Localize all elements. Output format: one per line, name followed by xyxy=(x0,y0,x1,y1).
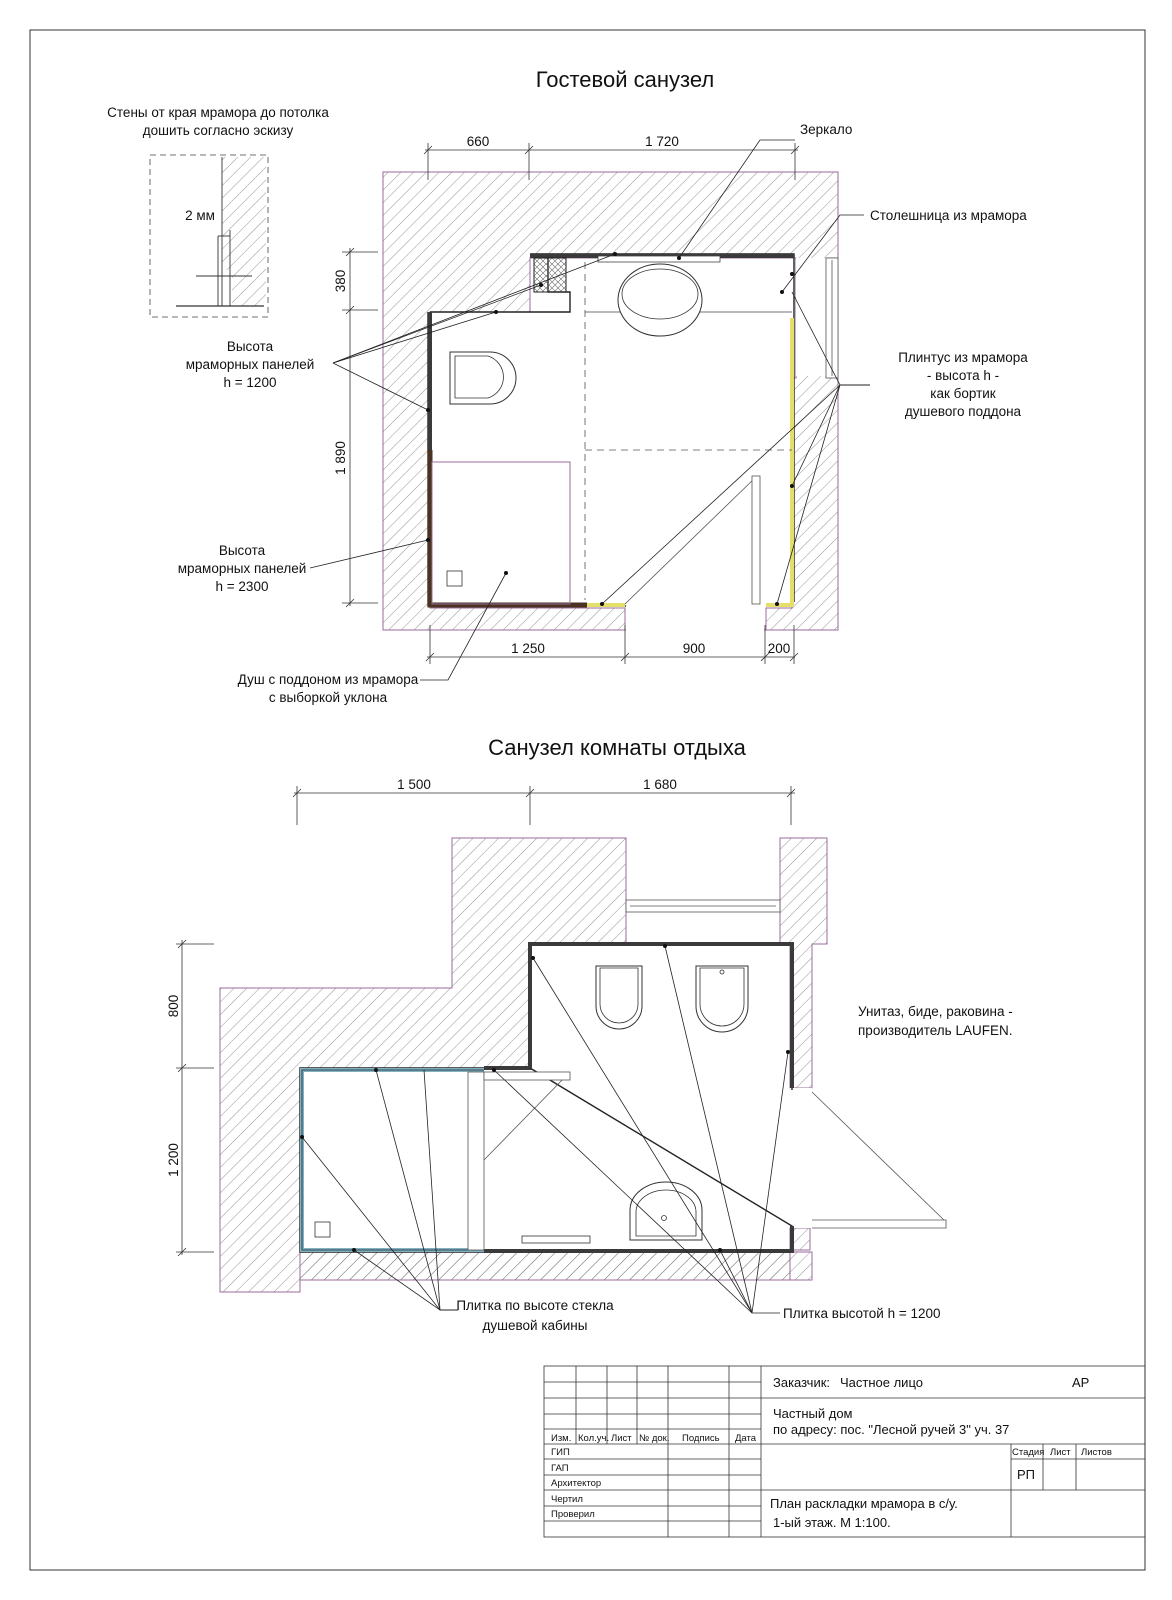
rest-dims-top xyxy=(292,786,796,825)
rest-bidet xyxy=(695,965,749,1033)
dim-900: 900 xyxy=(683,641,706,656)
rest-toilet xyxy=(595,965,643,1030)
role-architect: Архитектор xyxy=(551,1478,601,1489)
label-tile-glass: Плитка по высоте стекла душевой кабины xyxy=(456,1298,614,1333)
stage-value: РП xyxy=(1017,1467,1035,1482)
svg-text:с выборкой уклона: с выборкой уклона xyxy=(269,690,388,705)
note-fixtures: Унитаз, биде, раковина - производитель L… xyxy=(858,1004,1013,1038)
marble-panel-2300 xyxy=(427,450,587,608)
rest-shower-glass xyxy=(467,1071,571,1251)
svg-text:h = 1200: h = 1200 xyxy=(224,375,277,390)
label-panels-1200: Высота мраморных панелей h = 1200 xyxy=(186,339,315,390)
rest-sink xyxy=(629,1181,703,1241)
guest-bathroom-plan: Гостевой санузел xyxy=(107,67,1028,705)
dim-1200: 1 200 xyxy=(166,1143,181,1177)
title-block-text: Заказчик: Частное лицо АР Частный дом по… xyxy=(551,1375,1112,1530)
svg-text:душевого поддона: душевого поддона xyxy=(905,404,1022,419)
rest-dims-left xyxy=(176,939,214,1257)
role-drafted: Чертил xyxy=(551,1494,583,1505)
countertop-sink xyxy=(584,262,792,600)
dim-1680: 1 680 xyxy=(643,777,677,792)
dim-200: 200 xyxy=(768,641,791,656)
role-gap: ГАП xyxy=(551,1463,569,1474)
role-gip: ГИП xyxy=(551,1447,570,1458)
label-panels-2300: Высота мраморных панелей h = 2300 xyxy=(178,543,307,594)
label-countertop: Столешница из мрамора xyxy=(870,208,1027,223)
col-doc: № док. xyxy=(639,1433,669,1444)
rest-bathroom-plan: Санузел комнаты отдыха xyxy=(166,735,1013,1333)
dim-380: 380 xyxy=(333,270,348,293)
svg-text:душевой кабины: душевой кабины xyxy=(483,1318,588,1333)
svg-text:2 мм: 2 мм xyxy=(185,208,215,223)
rest-shelf xyxy=(521,1235,591,1244)
guest-bathroom-title: Гостевой санузел xyxy=(536,67,714,92)
guest-inset-detail: Стены от края мрамора до потолка дошить … xyxy=(107,105,329,318)
dim-660: 660 xyxy=(467,134,490,149)
svg-text:h = 2300: h = 2300 xyxy=(216,579,269,594)
svg-text:Плинтус из мрамора: Плинтус из мрамора xyxy=(898,350,1028,365)
sheet-title-line1: План раскладки мрамора в с/у. xyxy=(770,1496,958,1511)
col-date: Дата xyxy=(735,1433,757,1444)
guest-dims-left xyxy=(342,247,378,608)
svg-text:дошить согласно эскизу: дошить согласно эскизу xyxy=(143,123,294,138)
dim-1250: 1 250 xyxy=(511,641,545,656)
rest-bathroom-title: Санузел комнаты отдыха xyxy=(488,735,746,760)
rest-entrance-door xyxy=(811,1091,947,1229)
rest-leaders xyxy=(301,945,789,1314)
sheet-header: Лист xyxy=(1050,1447,1071,1458)
col-kol: Кол.уч. xyxy=(578,1433,609,1444)
label-mirror: Зеркало xyxy=(800,122,852,137)
guest-window xyxy=(825,257,839,379)
svg-text:Унитаз, биде, раковина -: Унитаз, биде, раковина - xyxy=(858,1004,1013,1019)
col-sign: Подпись xyxy=(682,1433,720,1444)
label-plinth: Плинтус из мрамора - высота h - как борт… xyxy=(898,350,1028,419)
svg-text:Стены от края мрамора до потол: Стены от края мрамора до потолка xyxy=(107,105,329,120)
svg-text:мраморных панелей: мраморных панелей xyxy=(178,561,307,576)
svg-text:Душ с поддоном из мрамора: Душ с поддоном из мрамора xyxy=(238,672,419,687)
guest-door-swing xyxy=(624,475,758,605)
section-code: АР xyxy=(1072,1375,1089,1390)
mirror xyxy=(597,255,721,263)
guest-leader-dots xyxy=(426,252,794,606)
svg-text:Плитка по высоте стекла: Плитка по высоте стекла xyxy=(456,1298,614,1313)
sheet-frame xyxy=(29,29,1146,1571)
col-list: Лист xyxy=(611,1433,632,1444)
stage-header: Стадия xyxy=(1012,1447,1044,1458)
rest-shower-drain xyxy=(314,1221,331,1238)
svg-text:как бортик: как бортик xyxy=(930,386,996,401)
rest-window xyxy=(625,899,781,913)
svg-text:производитель LAUFEN.: производитель LAUFEN. xyxy=(858,1023,1012,1038)
dim-1720: 1 720 xyxy=(645,134,679,149)
label-shower: Душ с поддоном из мрамора с выборкой укл… xyxy=(238,672,419,705)
svg-text:мраморных панелей: мраморных панелей xyxy=(186,357,315,372)
tile-1200-lower xyxy=(484,1226,794,1253)
project-line2: по адресу: пос. "Лесной ручей 3" уч. 37 xyxy=(773,1422,1009,1437)
dim-1500: 1 500 xyxy=(397,777,431,792)
customer-label: Заказчик: xyxy=(773,1375,830,1390)
sheets-header: Листов xyxy=(1081,1447,1112,1458)
guest-door-leaf xyxy=(751,475,761,605)
role-checked: Проверил xyxy=(551,1509,595,1520)
label-tile-1200: Плитка высотой h = 1200 xyxy=(783,1306,941,1321)
guest-dims-top xyxy=(423,143,800,180)
col-izm: Изм. xyxy=(551,1433,571,1444)
guest-shower-tray xyxy=(431,461,571,605)
dim-800: 800 xyxy=(166,995,181,1018)
title-block xyxy=(543,1365,1146,1538)
svg-text:Высота: Высота xyxy=(219,543,266,558)
svg-text:Высота: Высота xyxy=(227,339,274,354)
customer-value: Частное лицо xyxy=(840,1375,923,1390)
guest-toilet xyxy=(449,351,517,405)
rest-leader-dots xyxy=(300,944,790,1252)
plinth-bottom-right xyxy=(766,490,794,607)
dim-1890: 1 890 xyxy=(333,441,348,475)
svg-text:- высота h -: - высота h - xyxy=(927,368,999,383)
project-line1: Частный дом xyxy=(773,1406,853,1421)
guest-dims-bottom xyxy=(425,625,799,664)
tile-1200-upper xyxy=(484,942,794,1088)
guest-leaders xyxy=(309,139,870,681)
sheet-title-line2: 1-ый этаж. М 1:100. xyxy=(773,1515,891,1530)
